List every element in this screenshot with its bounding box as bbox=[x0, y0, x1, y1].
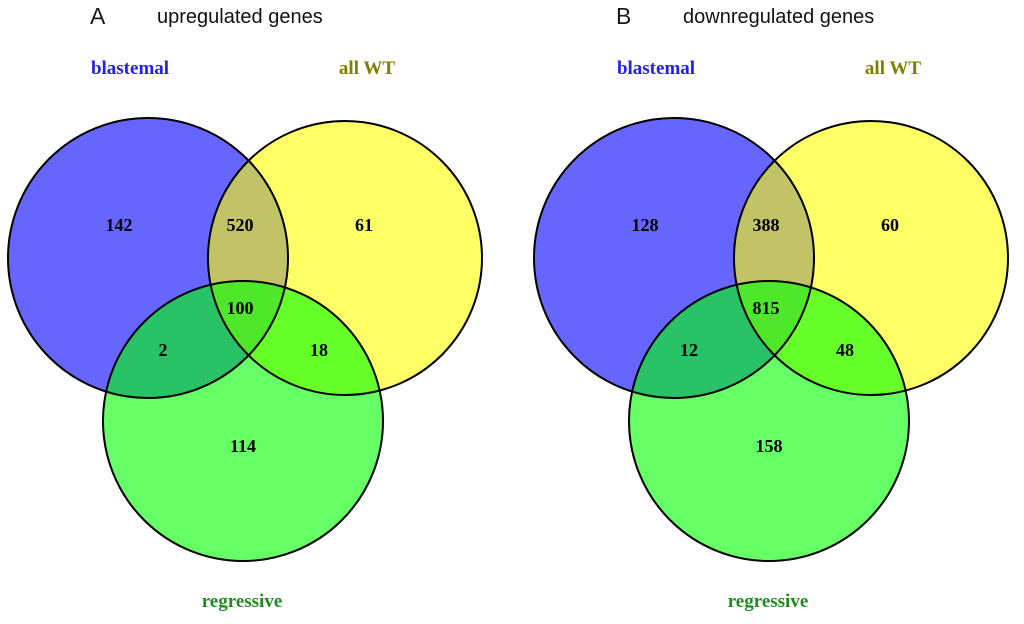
venn-fills bbox=[534, 118, 1008, 561]
count-blastemal-regressive: 12 bbox=[680, 340, 698, 360]
count-allwt-only: 60 bbox=[881, 215, 899, 235]
venn-diagram-svg bbox=[7, 117, 483, 562]
venn-outlines bbox=[7, 117, 483, 562]
venn-outlines bbox=[533, 117, 1009, 562]
circle-blastemal-outline bbox=[7, 117, 289, 399]
panel-title: downregulated genes bbox=[683, 6, 875, 28]
count-blastemal-regressive: 2 bbox=[158, 340, 168, 360]
count-blastemal-only: 142 bbox=[105, 215, 133, 235]
set-label-regressive: regressive bbox=[727, 591, 809, 612]
circle-allwt-outline bbox=[207, 120, 483, 396]
count-regressive-only: 114 bbox=[229, 436, 256, 456]
set-label-blastemal: blastemal bbox=[90, 58, 170, 79]
circle-allwt-outline bbox=[733, 120, 1009, 396]
count-all-three: 815 bbox=[752, 298, 780, 318]
count-all-three: 100 bbox=[226, 298, 254, 318]
set-label-regressive: regressive bbox=[201, 591, 283, 612]
circle-regressive-fill bbox=[103, 281, 383, 561]
count-blastemal-allwt: 388 bbox=[752, 215, 780, 235]
panel-letter: B bbox=[616, 3, 632, 29]
panel-downregulated: B downregulated genes blastemal all WT r… bbox=[512, 0, 1024, 624]
count-blastemal-only: 128 bbox=[631, 215, 659, 235]
panel-upregulated: A upregulated genes blastemal all WT reg… bbox=[7, 3, 483, 612]
circle-regressive-outline bbox=[102, 280, 384, 562]
count-blastemal-allwt: 520 bbox=[226, 215, 254, 235]
panel-title: upregulated genes bbox=[157, 6, 323, 28]
count-regressive-only: 158 bbox=[755, 436, 783, 456]
circle-regressive-fill bbox=[629, 281, 909, 561]
set-label-allwt: all WT bbox=[338, 58, 396, 79]
count-allwt-only: 61 bbox=[355, 215, 373, 235]
circle-blastemal-outline bbox=[533, 117, 815, 399]
circle-regressive-outline bbox=[628, 280, 910, 562]
panel-letter: A bbox=[90, 3, 106, 29]
venn-fills bbox=[8, 118, 482, 561]
set-label-allwt: all WT bbox=[864, 58, 922, 79]
panel-downregulated-inner: B downregulated genes blastemal all WT r… bbox=[526, 0, 1024, 624]
set-label-blastemal: blastemal bbox=[616, 58, 696, 79]
venn-diagram-svg bbox=[533, 117, 1009, 562]
panel-upregulated-inner: A upregulated genes blastemal all WT reg… bbox=[7, 3, 483, 612]
count-allwt-regressive: 48 bbox=[836, 340, 854, 360]
count-allwt-regressive: 18 bbox=[310, 340, 328, 360]
